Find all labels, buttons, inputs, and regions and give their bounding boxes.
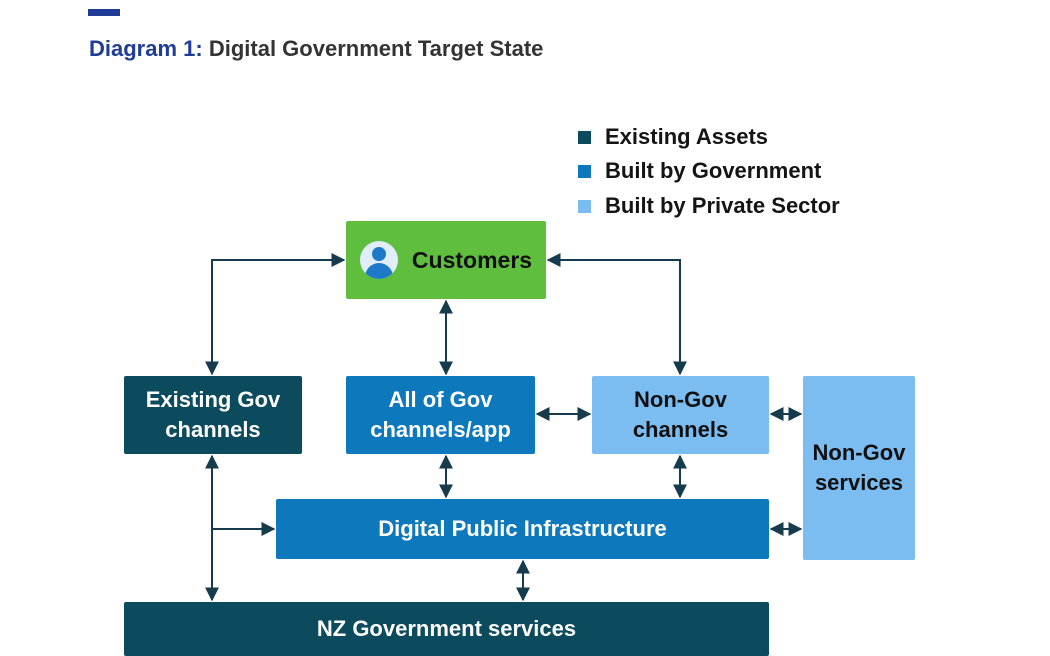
all-of-gov-channels-label: All of Gov channels/app	[370, 387, 511, 442]
customers-node: Customers	[346, 221, 546, 299]
accent-bar	[88, 9, 120, 16]
legend-swatch-existing-assets	[578, 130, 591, 144]
digital-public-infrastructure-node: Digital Public Infrastructure	[276, 499, 769, 559]
all-of-gov-channels-node: All of Gov channels/app	[346, 376, 535, 454]
non-gov-channels-node: Non-Gov channels	[592, 376, 769, 454]
non-gov-services-node: Non-Gov services	[803, 376, 915, 560]
digital-public-infrastructure-label: Digital Public Infrastructure	[378, 516, 667, 541]
legend-swatch-built-by-private-sector	[578, 199, 591, 213]
arrow-customers-non-gov-channels	[546, 253, 687, 376]
existing-gov-channels-label: Existing Gov channels	[145, 387, 281, 442]
legend-item-built-by-private-sector: Built by Private Sector	[578, 191, 840, 221]
legend-item-existing-assets: Existing Assets	[578, 122, 768, 152]
nz-government-services-node: NZ Government services	[124, 602, 769, 656]
arrow-customers-existing-gov	[205, 253, 346, 376]
person-icon	[359, 241, 398, 279]
legend-label-built-by-government: Built by Government	[605, 158, 822, 183]
legend-label-existing-assets: Existing Assets	[605, 124, 769, 149]
diagram-title-prefix: Diagram 1:	[89, 36, 203, 61]
existing-gov-channels-node: Existing Gov channels	[124, 376, 302, 454]
legend-item-built-by-government: Built by Government	[578, 156, 821, 186]
legend-swatch-built-by-government	[578, 164, 591, 178]
diagram-title: Diagram 1: Digital Government Target Sta…	[89, 36, 543, 62]
nz-government-services-label: NZ Government services	[316, 616, 577, 641]
diagram-title-text: Digital Government Target State	[202, 36, 544, 61]
non-gov-services-label: Non-Gov services	[812, 440, 906, 495]
non-gov-channels-label: Non-Gov channels	[632, 387, 729, 442]
customers-label: Customers	[411, 247, 533, 273]
legend-label-built-by-private-sector: Built by Private Sector	[605, 193, 840, 218]
